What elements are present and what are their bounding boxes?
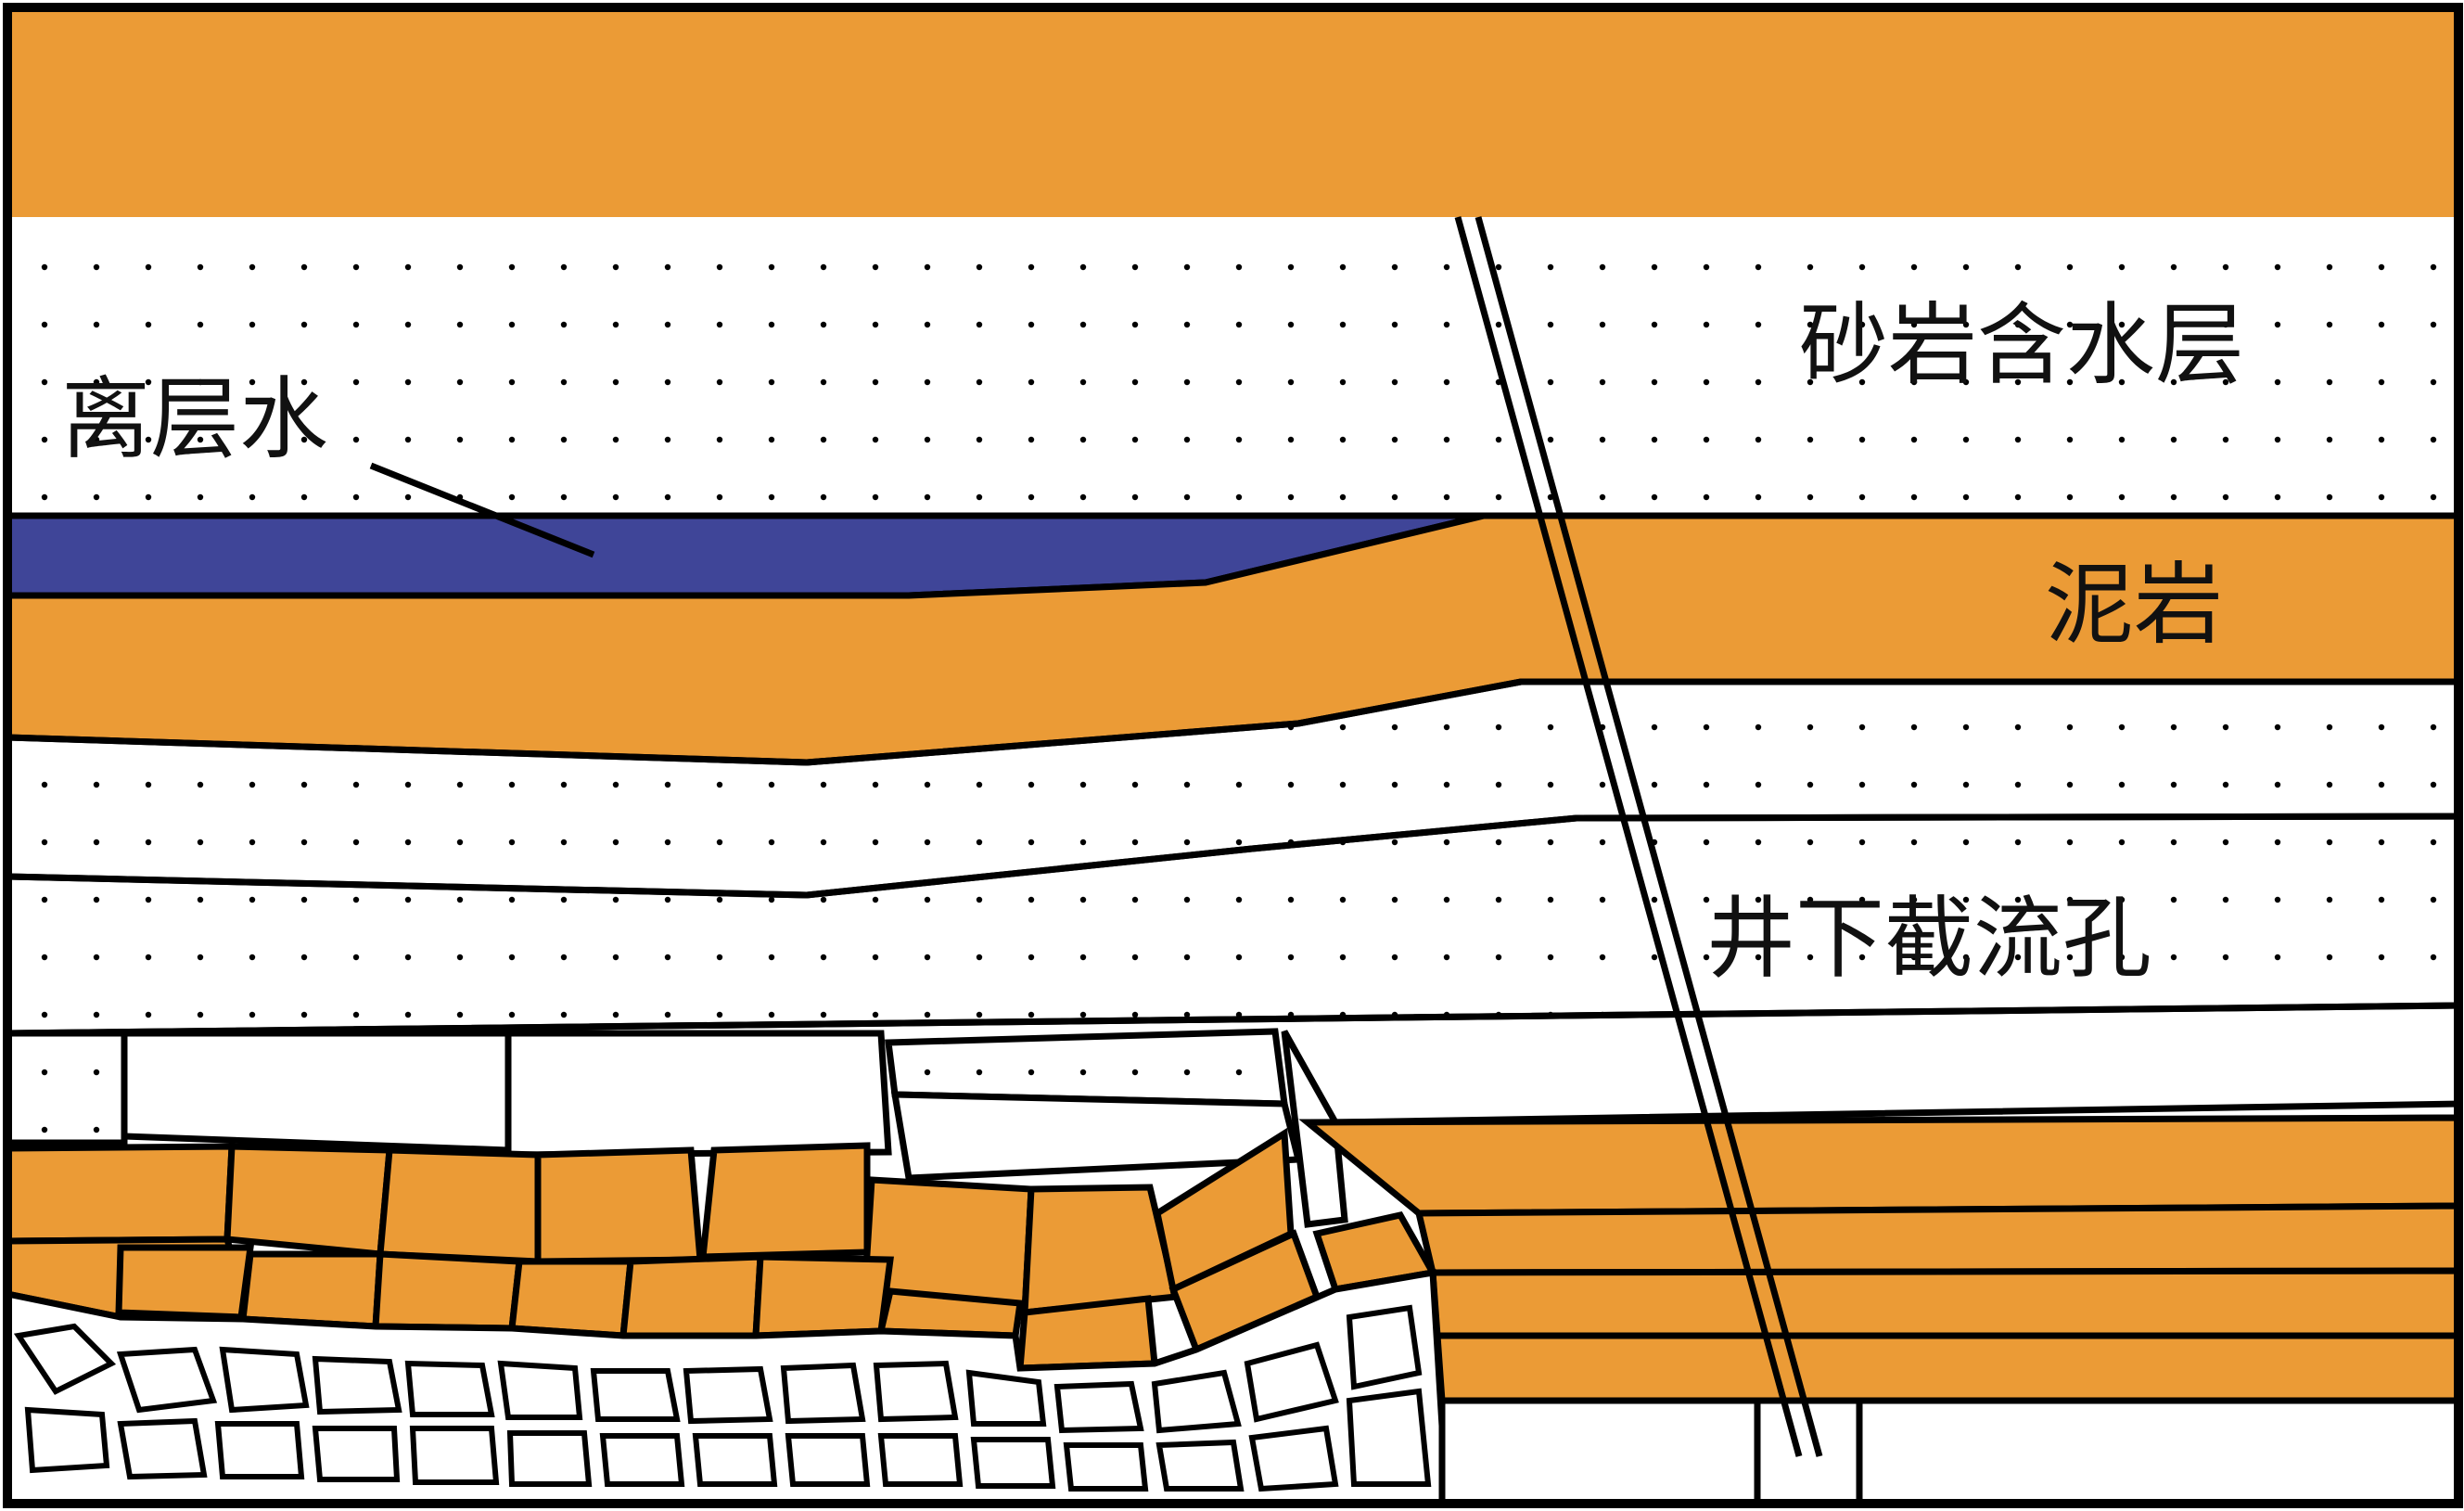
fractured-sandstone-blocks bbox=[4, 1028, 2462, 1228]
roadway-block bbox=[1438, 1397, 2462, 1506]
label-borehole: 井下截流孔 bbox=[1706, 887, 2151, 991]
label-separation-water: 离层水 bbox=[61, 367, 328, 471]
borehole-line bbox=[1454, 216, 1823, 1457]
label-aquifer: 砂岩含水层 bbox=[1799, 293, 2244, 397]
diagram-frame bbox=[3, 3, 2463, 1508]
top-mudstone-layer bbox=[7, 7, 2458, 217]
caved-zone-cracks bbox=[13, 1304, 1432, 1492]
sandstone-aquifer-layer bbox=[7, 217, 2458, 516]
label-mudstone: 泥岩 bbox=[2045, 553, 2223, 657]
fractured-mudstone-blocks bbox=[4, 1114, 2462, 1404]
separation-water-leader bbox=[369, 462, 595, 558]
